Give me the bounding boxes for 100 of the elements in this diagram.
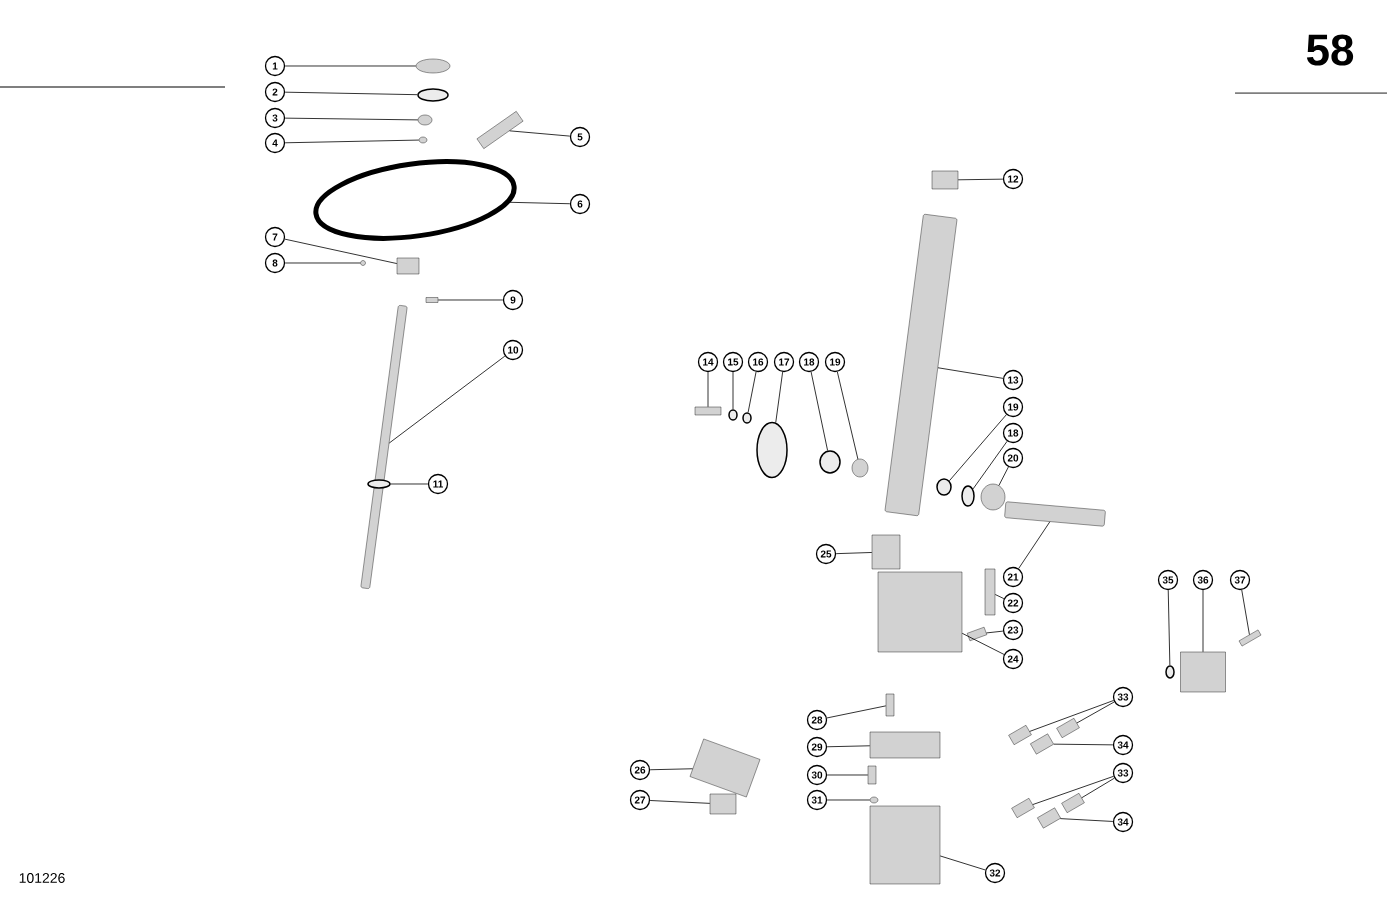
callout-number: 19 xyxy=(1002,396,1024,418)
leader-line xyxy=(939,855,986,871)
leader-line xyxy=(1167,589,1171,666)
part-drawing xyxy=(709,793,737,815)
part-drawing xyxy=(1238,629,1262,647)
part-drawing xyxy=(417,88,449,102)
callout-number: 34 xyxy=(1112,734,1134,756)
leader-line xyxy=(1241,589,1250,636)
part-drawing xyxy=(313,159,517,241)
leader-line xyxy=(284,65,417,67)
callout-number: 24 xyxy=(1002,648,1024,670)
part-drawing xyxy=(819,450,841,474)
part-drawing xyxy=(756,421,788,479)
leader-line xyxy=(284,91,418,96)
part-drawing xyxy=(967,626,988,642)
leader-line xyxy=(775,371,784,423)
part-drawing xyxy=(1056,718,1080,738)
part-drawing xyxy=(415,58,451,74)
leader-line xyxy=(388,355,506,444)
leader-line xyxy=(649,800,711,804)
part-drawing xyxy=(728,409,738,421)
part-drawing xyxy=(360,305,408,589)
part-drawing xyxy=(425,297,439,303)
leader-line xyxy=(994,594,1005,599)
callout-number: 28 xyxy=(806,709,828,731)
leader-line xyxy=(836,371,859,460)
leader-line xyxy=(1029,700,1114,732)
leader-line xyxy=(957,178,1004,181)
part-drawing xyxy=(694,406,722,416)
callout-number: 37 xyxy=(1229,569,1251,591)
callout-number: 14 xyxy=(697,351,719,373)
leader-line xyxy=(826,774,869,776)
callout-number: 3 xyxy=(264,107,286,129)
part-drawing xyxy=(961,485,975,507)
callout-number: 18 xyxy=(1002,422,1024,444)
leader-line xyxy=(835,552,873,555)
leader-line xyxy=(937,367,1004,379)
callout-number: 23 xyxy=(1002,619,1024,641)
leader-line xyxy=(390,483,429,485)
part-drawing xyxy=(871,534,901,570)
leader-line xyxy=(972,440,1008,490)
part-drawing xyxy=(1037,807,1061,829)
part-drawing xyxy=(869,731,941,759)
part-drawing xyxy=(885,693,895,717)
leader-line xyxy=(986,630,1004,634)
leader-line xyxy=(1018,521,1051,569)
part-drawing xyxy=(689,738,761,798)
leader-line xyxy=(826,705,887,719)
leader-line xyxy=(509,130,571,137)
callout-number: 26 xyxy=(629,759,651,781)
part-drawing xyxy=(1180,651,1226,693)
drawing-number: 101226 xyxy=(19,873,65,883)
callout-number: 18 xyxy=(798,351,820,373)
part-drawing xyxy=(1061,793,1085,813)
callout-number: 30 xyxy=(806,764,828,786)
leader-line xyxy=(284,117,419,121)
leader-line xyxy=(810,371,828,451)
callout-number: 10 xyxy=(502,339,524,361)
callout-number: 34 xyxy=(1112,811,1134,833)
callout-number: 36 xyxy=(1192,569,1214,591)
part-drawing xyxy=(1011,798,1035,818)
part-drawing xyxy=(742,412,752,424)
part-drawing xyxy=(869,796,879,804)
callout-number: 31 xyxy=(806,789,828,811)
part-drawing xyxy=(884,214,958,516)
callout-number: 11 xyxy=(427,473,449,495)
callout-number: 16 xyxy=(747,351,769,373)
leader-line xyxy=(747,371,757,413)
callout-number: 35 xyxy=(1157,569,1179,591)
callout-number: 6 xyxy=(569,193,591,215)
leader-line xyxy=(509,201,571,205)
part-drawing xyxy=(476,111,524,149)
callout-number: 1 xyxy=(264,55,286,77)
callout-number: 17 xyxy=(773,351,795,373)
callout-number: 33 xyxy=(1112,762,1134,784)
part-drawing xyxy=(1004,501,1106,527)
callout-number: 22 xyxy=(1002,592,1024,614)
leader-line xyxy=(1081,777,1115,799)
part-drawing xyxy=(1008,725,1032,745)
part-drawing xyxy=(396,257,420,275)
leader-line xyxy=(649,768,693,771)
part-drawing xyxy=(418,136,428,144)
part-drawing xyxy=(984,568,996,616)
part-drawing xyxy=(867,765,877,785)
part-drawing xyxy=(936,478,952,496)
callout-number: 27 xyxy=(629,789,651,811)
callout-number: 9 xyxy=(502,289,524,311)
leader-line xyxy=(707,371,709,408)
leader-line xyxy=(998,466,1009,486)
leader-line xyxy=(1032,775,1114,805)
leader-line xyxy=(826,745,871,748)
leader-line xyxy=(1059,818,1114,822)
callout-number: 25 xyxy=(815,543,837,565)
part-drawing xyxy=(360,260,366,266)
leader-line xyxy=(949,414,1007,482)
callout-number: 20 xyxy=(1002,447,1024,469)
leader-line xyxy=(284,262,361,264)
callout-number: 2 xyxy=(264,81,286,103)
page-number: 58 xyxy=(1306,34,1354,66)
part-drawing xyxy=(980,483,1006,511)
